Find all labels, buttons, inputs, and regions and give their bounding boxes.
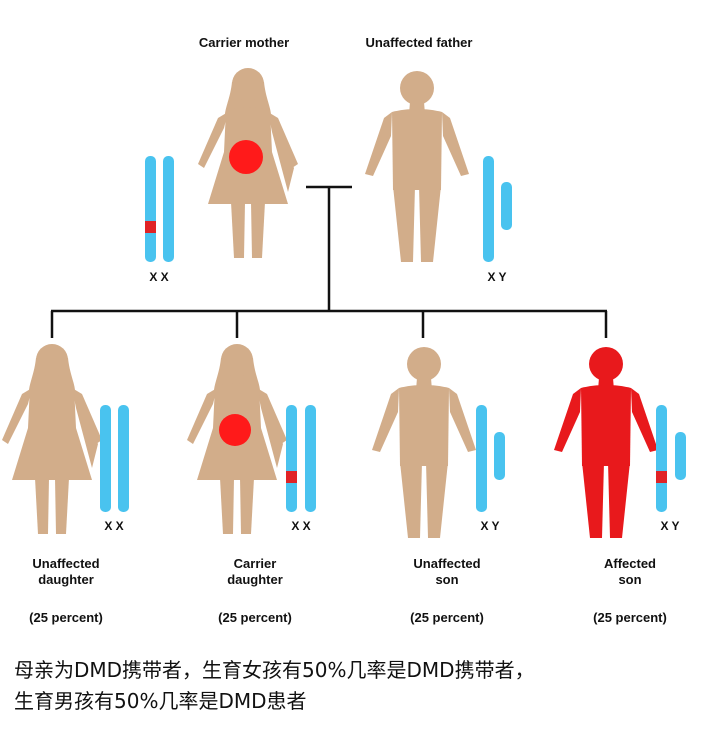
father-figure bbox=[365, 71, 469, 262]
child-labels: Unaffected daughter (25 percent) Carrier… bbox=[29, 556, 667, 625]
daughter-figure bbox=[2, 344, 102, 534]
child-percent: (25 percent) bbox=[593, 610, 667, 625]
father-label: Unaffected father bbox=[366, 35, 473, 50]
chromosome-label: X X bbox=[104, 519, 123, 533]
child-label-line1: Unaffected bbox=[413, 556, 480, 571]
child-label-line1: Carrier bbox=[234, 556, 277, 571]
mutation-marker bbox=[286, 471, 297, 483]
x-chromosome bbox=[145, 156, 156, 262]
child-label-line1: Affected bbox=[604, 556, 656, 571]
x-chromosome bbox=[100, 405, 111, 512]
x-chromosome bbox=[163, 156, 174, 262]
pedigree-diagram: X X X Y Carrier mother Unaffected father… bbox=[2, 35, 686, 625]
affected-son bbox=[554, 347, 658, 538]
x-chromosome bbox=[476, 405, 487, 512]
y-chromosome bbox=[501, 182, 512, 230]
y-chromosome bbox=[494, 432, 505, 480]
son-figure bbox=[554, 347, 658, 538]
chromosome-label: X X bbox=[291, 519, 310, 533]
child1-chromosomes: X X bbox=[100, 405, 129, 533]
x-chromosome bbox=[483, 156, 494, 262]
unaffected-father bbox=[365, 71, 469, 262]
child-percent: (25 percent) bbox=[29, 610, 103, 625]
child-percent: (25 percent) bbox=[410, 610, 484, 625]
child-label-line2: son bbox=[435, 572, 458, 587]
x-chromosome bbox=[656, 405, 667, 512]
child-label-line2: daughter bbox=[227, 572, 283, 587]
unaffected-daughter bbox=[2, 344, 102, 534]
x-chromosome bbox=[118, 405, 129, 512]
child2-chromosomes: X X bbox=[286, 405, 316, 533]
x-chromosome bbox=[286, 405, 297, 512]
father-chromosomes: X Y bbox=[483, 156, 512, 284]
carrier-mother bbox=[198, 68, 298, 258]
child-label-line2: daughter bbox=[38, 572, 94, 587]
mutation-marker bbox=[656, 471, 667, 483]
caption-line-2: 生育男孩有50%几率是DMD患者 bbox=[14, 689, 307, 713]
child-label-line2: son bbox=[618, 572, 641, 587]
carrier-marker bbox=[229, 140, 263, 174]
child-label-line1: Unaffected bbox=[32, 556, 99, 571]
chromosome-label: X Y bbox=[480, 519, 499, 533]
child4-chromosomes: X Y bbox=[656, 405, 686, 533]
caption-line-1: 母亲为DMD携带者，生育女孩有50%几率是DMD携带者， bbox=[14, 658, 535, 682]
y-chromosome bbox=[675, 432, 686, 480]
caption: 母亲为DMD携带者，生育女孩有50%几率是DMD携带者， 生育男孩有50%几率是… bbox=[14, 655, 714, 717]
chromosome-label: X X bbox=[149, 270, 168, 284]
child-percent: (25 percent) bbox=[218, 610, 292, 625]
x-chromosome bbox=[305, 405, 316, 512]
son-figure bbox=[372, 347, 476, 538]
chromosome-label: X Y bbox=[660, 519, 679, 533]
carrier-daughter bbox=[187, 344, 287, 534]
unaffected-son bbox=[372, 347, 476, 538]
mother-label: Carrier mother bbox=[199, 35, 289, 50]
mother-chromosomes: X X bbox=[145, 156, 174, 284]
mutation-marker bbox=[145, 221, 156, 233]
child3-chromosomes: X Y bbox=[476, 405, 505, 533]
pedigree-lines bbox=[50, 185, 608, 338]
carrier-marker bbox=[219, 414, 251, 446]
chromosome-label: X Y bbox=[487, 270, 506, 284]
